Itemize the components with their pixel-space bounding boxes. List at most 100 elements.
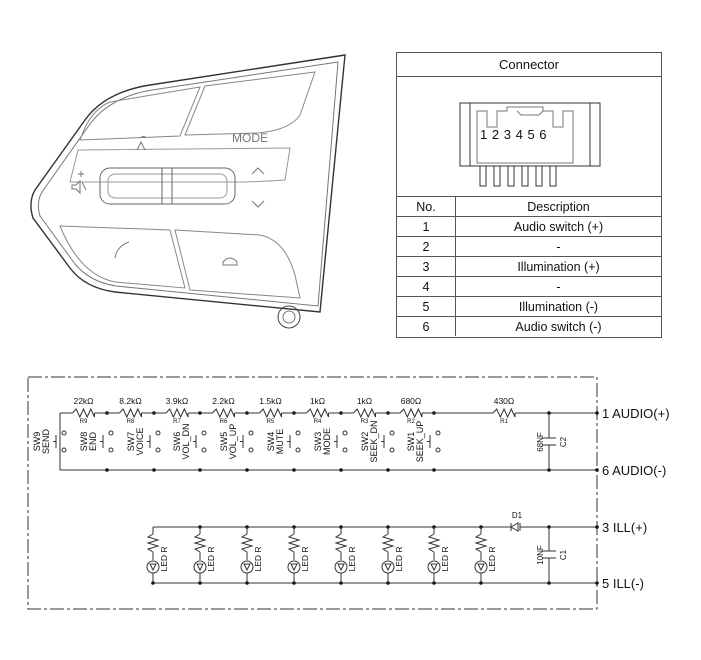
resistor-symbol xyxy=(193,533,207,553)
led-diode-glyph xyxy=(384,563,392,572)
led-label: LED R xyxy=(253,546,263,571)
switch-contact xyxy=(342,447,348,453)
call-send-icon xyxy=(114,241,130,259)
resistor-value: 1.5kΩ xyxy=(259,396,281,406)
switch-ref: SW7 xyxy=(126,432,136,452)
led-symbol xyxy=(427,560,441,574)
led-label: LED R xyxy=(347,546,357,571)
terminal-label: 6 AUDIO(-) xyxy=(602,463,666,478)
switch-ref: SW9 xyxy=(32,432,42,452)
resistor-value: 22kΩ xyxy=(73,396,93,406)
volume-up-icon xyxy=(78,171,84,177)
capacitor-ref: C2 xyxy=(559,436,568,447)
resistor-value: 430Ω xyxy=(494,396,515,406)
terminal-label: 5 ILL(-) xyxy=(602,576,644,591)
switch-name: VOL_DN xyxy=(181,423,191,459)
switch-contact xyxy=(61,447,67,453)
resistor-symbol xyxy=(72,407,95,419)
resistor-symbol xyxy=(334,533,348,553)
switch-contact xyxy=(108,430,114,436)
module-boundary xyxy=(27,376,598,610)
seek-up-icon xyxy=(251,167,265,175)
junction-dot xyxy=(432,468,436,472)
diode-symbol xyxy=(509,522,521,532)
switch-ref: SW8 xyxy=(79,432,89,452)
resistor-ref: R5 xyxy=(267,419,275,425)
resistor-value: 2.2kΩ xyxy=(212,396,234,406)
switch-contact xyxy=(155,447,161,453)
led-label: LED R xyxy=(440,546,450,571)
seek-down-icon xyxy=(251,200,265,208)
resistor-symbol xyxy=(353,407,376,419)
switch-ref: SW2 xyxy=(360,432,370,452)
switch-contact xyxy=(295,447,301,453)
resistor-symbol xyxy=(427,533,441,553)
switch-contact xyxy=(201,447,207,453)
junction-dot xyxy=(339,468,343,472)
resistor-ref: R4 xyxy=(314,419,322,425)
junction-dot xyxy=(198,468,202,472)
resistor-symbol xyxy=(240,533,254,553)
resistor-symbol xyxy=(399,407,423,419)
resistor-symbol xyxy=(259,407,282,419)
switch-name: MUTE xyxy=(275,429,285,455)
switch-contact xyxy=(435,430,441,436)
mute-icon xyxy=(71,179,87,195)
switch-contact xyxy=(155,430,161,436)
switch-contact xyxy=(342,430,348,436)
connector-drawing xyxy=(459,102,601,187)
switch-contact xyxy=(435,447,441,453)
terminal-label: 3 ILL(+) xyxy=(602,520,647,535)
resistor-symbol xyxy=(306,407,329,419)
led-diode-glyph xyxy=(196,563,204,572)
switch-name: SEEK_UP xyxy=(415,421,425,463)
resistor-symbol xyxy=(146,533,160,553)
switch-contact xyxy=(389,447,395,453)
junction-dot xyxy=(386,468,390,472)
junction-dot xyxy=(595,581,599,585)
led-diode-glyph xyxy=(337,563,345,572)
steering-switch-illustration: MODE xyxy=(30,54,346,329)
diode-ref: D1 xyxy=(512,511,523,520)
resistor-symbol xyxy=(212,407,235,419)
led-symbol xyxy=(146,560,160,574)
resistor-ref: R6 xyxy=(220,419,228,425)
switch-contact xyxy=(389,430,395,436)
resistor-symbol xyxy=(381,533,395,553)
led-symbol xyxy=(287,560,301,574)
resistor-ref: R1 xyxy=(500,419,508,425)
switch-ref: SW1 xyxy=(406,432,416,452)
call-end-icon xyxy=(222,257,238,266)
connector-title: Connector xyxy=(397,53,661,77)
table-row: 2- xyxy=(397,236,661,257)
switch-name: VOL_UP xyxy=(228,424,238,460)
switch-ref: SW6 xyxy=(172,432,182,452)
switch-contact xyxy=(248,447,254,453)
switch-ref: SW3 xyxy=(313,432,323,452)
led-label: LED R xyxy=(159,546,169,571)
resistor-symbol xyxy=(119,407,142,419)
led-label: LED R xyxy=(206,546,216,571)
switch-contact xyxy=(108,447,114,453)
junction-dot xyxy=(152,468,156,472)
switch-name: SEEK_DN xyxy=(369,420,379,462)
switch-contact xyxy=(61,430,67,436)
junction-dot xyxy=(595,468,599,472)
switch-name: MODE xyxy=(322,428,332,455)
led-symbol xyxy=(240,560,254,574)
resistor-ref: R2 xyxy=(407,419,415,425)
led-symbol xyxy=(334,560,348,574)
resistor-symbol xyxy=(474,533,488,553)
capacitor-value: 68NF xyxy=(536,432,545,452)
capacitor-ref: C1 xyxy=(559,549,568,560)
led-symbol xyxy=(193,560,207,574)
led-symbol xyxy=(381,560,395,574)
led-diode-glyph xyxy=(243,563,251,572)
resistor-value: 8.2kΩ xyxy=(119,396,141,406)
switch-contact xyxy=(248,430,254,436)
junction-dot xyxy=(595,525,599,529)
